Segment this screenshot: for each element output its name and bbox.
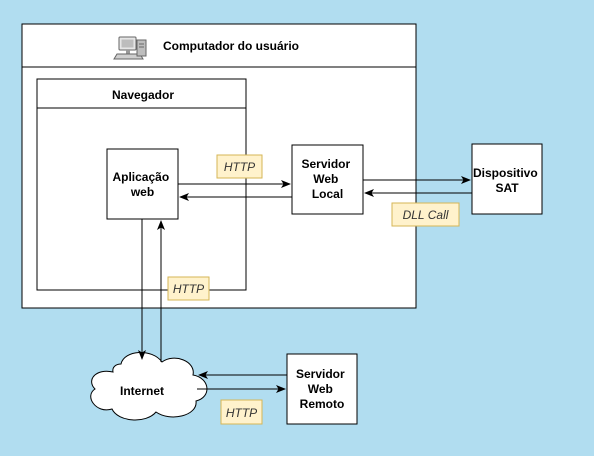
browser-title: Navegador (112, 88, 174, 102)
svg-text:HTTP: HTTP (226, 406, 257, 420)
local-server-box: Servidor Web Local (291, 144, 364, 215)
web-app-label: Aplicação web (112, 170, 172, 199)
sat-device-label: Dispositivo SAT (473, 166, 541, 195)
tag-dll-call: DLL Call (391, 202, 460, 227)
tag-http-local: HTTP (216, 154, 263, 179)
computer-title: Computador do usuário (163, 39, 299, 53)
web-app-box: Aplicação web (106, 148, 179, 220)
desktop-computer-icon (113, 36, 147, 60)
svg-text:HTTP: HTTP (224, 160, 255, 174)
internet-cloud: Internet (90, 352, 208, 421)
internet-label: Internet (120, 384, 164, 398)
tag-http-remote: HTTP (220, 399, 263, 425)
sat-device-box: Dispositivo SAT (471, 143, 543, 215)
connectors (138, 176, 472, 393)
svg-text:HTTP: HTTP (173, 282, 204, 296)
svg-text:DLL Call: DLL Call (403, 208, 449, 222)
cloud-icon (90, 352, 208, 421)
tag-http-internet: HTTP (167, 276, 210, 301)
remote-server-box: Servidor Web Remoto (286, 353, 358, 425)
remote-server-label: Servidor Web Remoto (296, 367, 348, 411)
local-server-label: Servidor Web Local (301, 157, 353, 201)
